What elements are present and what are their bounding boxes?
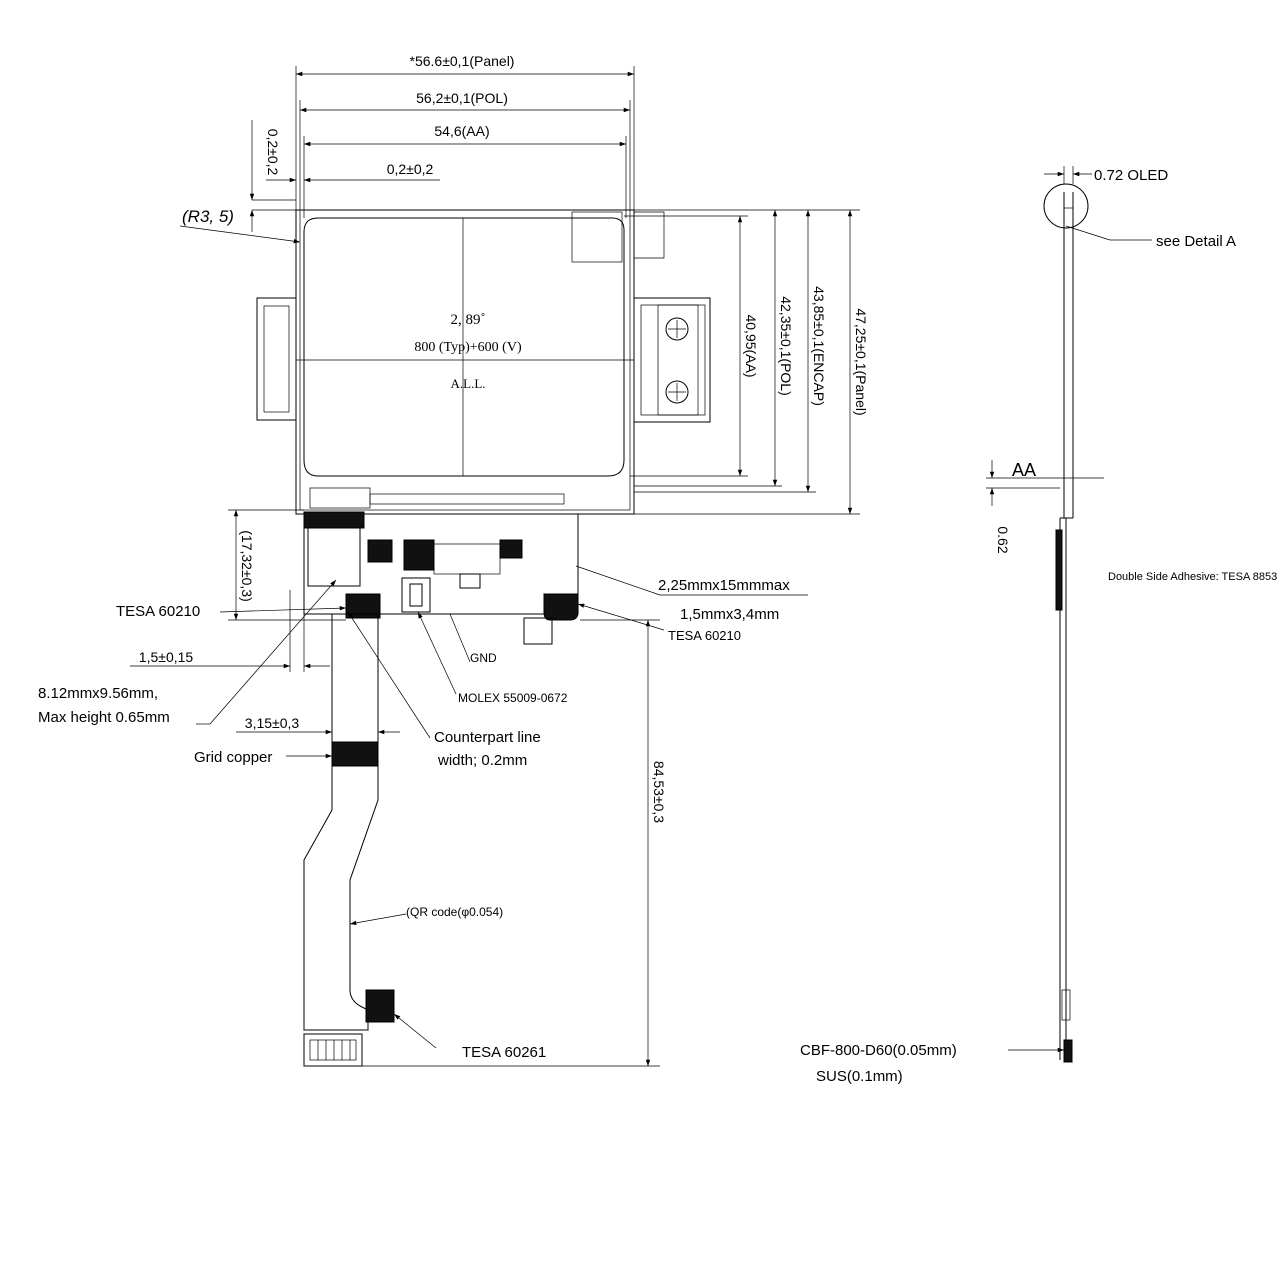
side-view	[986, 166, 1152, 1063]
panel-width-dim: *56.6±0,1(Panel)	[410, 53, 515, 69]
cbf-label: CBF-800-D60(0.05mm)	[800, 1042, 957, 1059]
corner-radius-dim: (R3, 5)	[182, 207, 234, 226]
offset-x-dim: 0,2±0,2	[387, 161, 434, 177]
screen-resolution-text: 800 (Typ)+600 (V)	[414, 340, 522, 355]
fpc-length-dim: 84,53±0,3	[651, 761, 667, 823]
pad-label: 1,5mmx3,4mm	[680, 606, 779, 623]
counterpart-label-1: Counterpart line	[434, 729, 541, 746]
sus-label: SUS(0.1mm)	[816, 1068, 903, 1085]
counterpart-label-2: width; 0.2mm	[437, 752, 527, 769]
pol-width-dim: 56,2±0,1(POL)	[416, 90, 508, 106]
encap-height-dim: 43,85±0,1(ENCAP)	[811, 286, 827, 406]
fpc-offset-dim: 1,5±0,15	[139, 649, 194, 665]
tesa-right-label: TESA 60210	[668, 628, 741, 643]
grid-copper-label: Grid copper	[194, 749, 272, 766]
callout-leaders	[196, 565, 808, 1049]
tesa-left-label: TESA 60210	[116, 603, 200, 620]
detail-a-label: see Detail A	[1156, 233, 1236, 250]
front-dimensions	[130, 66, 860, 1067]
fpc-thickness-label: 0.62	[995, 526, 1011, 553]
offset-left-dim: 0,2±0,2	[265, 129, 281, 176]
chip-size-label: 8.12mmx9.56mm,	[38, 685, 158, 702]
aa-width-dim: 54,6(AA)	[434, 123, 489, 139]
panel-height-dim: 47,25±0,1(Panel)	[853, 308, 869, 415]
fpc-assembly	[303, 511, 579, 1067]
gnd-label: GND	[470, 651, 497, 665]
stiffener-label: 2,25mmx15mmmax	[658, 577, 790, 594]
aa-height-dim: 40,95(AA)	[743, 314, 759, 377]
aa-section-label: AA	[1012, 460, 1036, 480]
fpc-bend-dim: (17,32±0,3)	[239, 530, 255, 602]
chip-height-label: Max height 0.65mm	[38, 709, 170, 726]
molex-label: MOLEX 55009-0672	[458, 691, 568, 705]
fpc-width-dim: 3,15±0,3	[245, 715, 300, 731]
panel-outline	[256, 209, 711, 515]
screen-size-text: 2, 89˚	[451, 312, 486, 328]
tesa-bottom-label: TESA 60261	[462, 1044, 546, 1061]
qr-code-label: (QR code(φ0.054)	[406, 905, 503, 919]
oled-thickness-label: 0.72 OLED	[1094, 167, 1168, 184]
pol-height-dim: 42,35±0,1(POL)	[778, 296, 794, 396]
adhesive-label: Double Side Adhesive: TESA 8853	[1108, 571, 1277, 583]
screen-label-text: A.L.L.	[450, 376, 485, 391]
